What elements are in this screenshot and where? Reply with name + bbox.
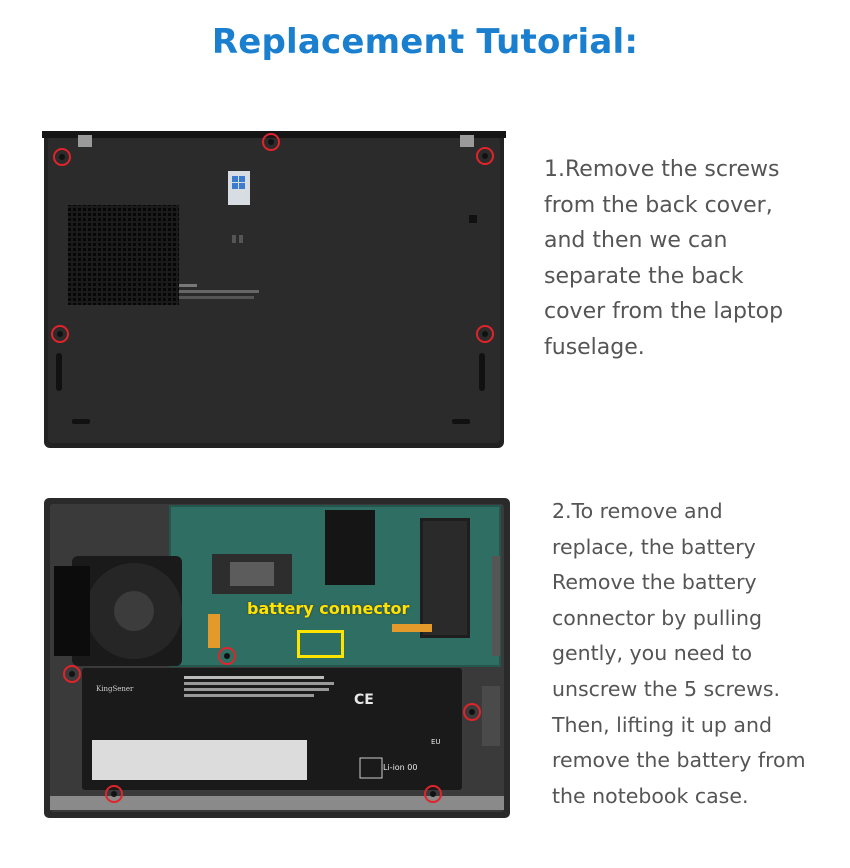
step-1-text: 1.Remove the screws from the back cover,… (544, 157, 784, 360)
screw-marker (63, 665, 81, 683)
screw-marker (262, 133, 280, 151)
screw-marker (105, 785, 123, 803)
step-2-text: 2.To remove and replace, the battery Rem… (552, 499, 806, 808)
screw-marker (476, 325, 494, 343)
screw-marker (463, 703, 481, 721)
battery-connector-highlight (297, 630, 344, 658)
internals-photo (42, 496, 512, 819)
battery-connector-label: battery connector (247, 599, 410, 618)
li-ion-mark: Li-ion 00 (383, 763, 418, 772)
screw-marker (218, 647, 236, 665)
screw-marker (476, 147, 494, 165)
eu-mark: EU (431, 738, 441, 746)
ce-mark: CE (354, 692, 374, 708)
screw-marker (51, 325, 69, 343)
screw-marker (424, 785, 442, 803)
screw-marker (53, 148, 71, 166)
back-cover-photo (42, 127, 506, 450)
page-title: Replacement Tutorial: (211, 22, 639, 62)
battery-brand-label: KingSener (96, 685, 134, 693)
